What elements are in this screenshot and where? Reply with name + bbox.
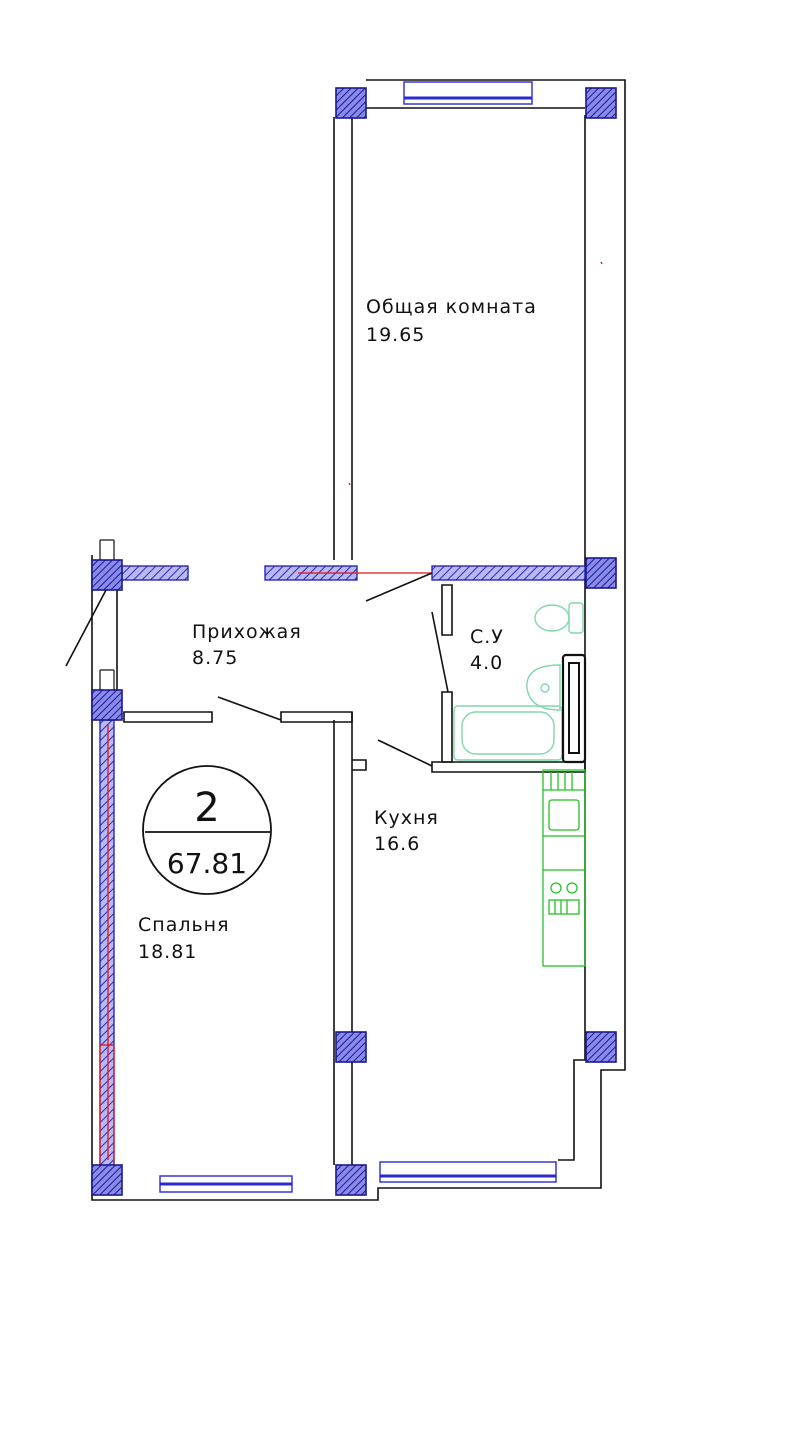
living-room-area: 19.65 — [366, 324, 425, 346]
bedroom-area: 18.81 — [138, 941, 197, 963]
columns — [91, 87, 617, 1196]
kitchen-name: Кухня — [374, 807, 439, 829]
doors — [65, 572, 449, 767]
hall-area: 8.75 — [192, 647, 238, 669]
bathroom-name: С.У — [470, 626, 504, 648]
red-marks — [348, 261, 603, 486]
apartment-badge: 2 67.81 — [142, 765, 272, 895]
bathroom-fixtures — [453, 602, 587, 764]
room-labels: Общая комната 19.65 Прихожая 8.75 С.У 4.… — [138, 296, 537, 963]
windows — [159, 81, 557, 1193]
bedroom-name: Спальня — [138, 914, 230, 936]
kitchen-area: 16.6 — [374, 833, 420, 855]
kitchen-fixtures — [542, 769, 586, 967]
bathroom-area: 4.0 — [470, 652, 503, 674]
hall-name: Прихожая — [192, 621, 302, 643]
rooms-count: 2 — [194, 785, 219, 831]
living-room-name: Общая комната — [366, 296, 537, 318]
total-area: 67.81 — [167, 847, 247, 880]
